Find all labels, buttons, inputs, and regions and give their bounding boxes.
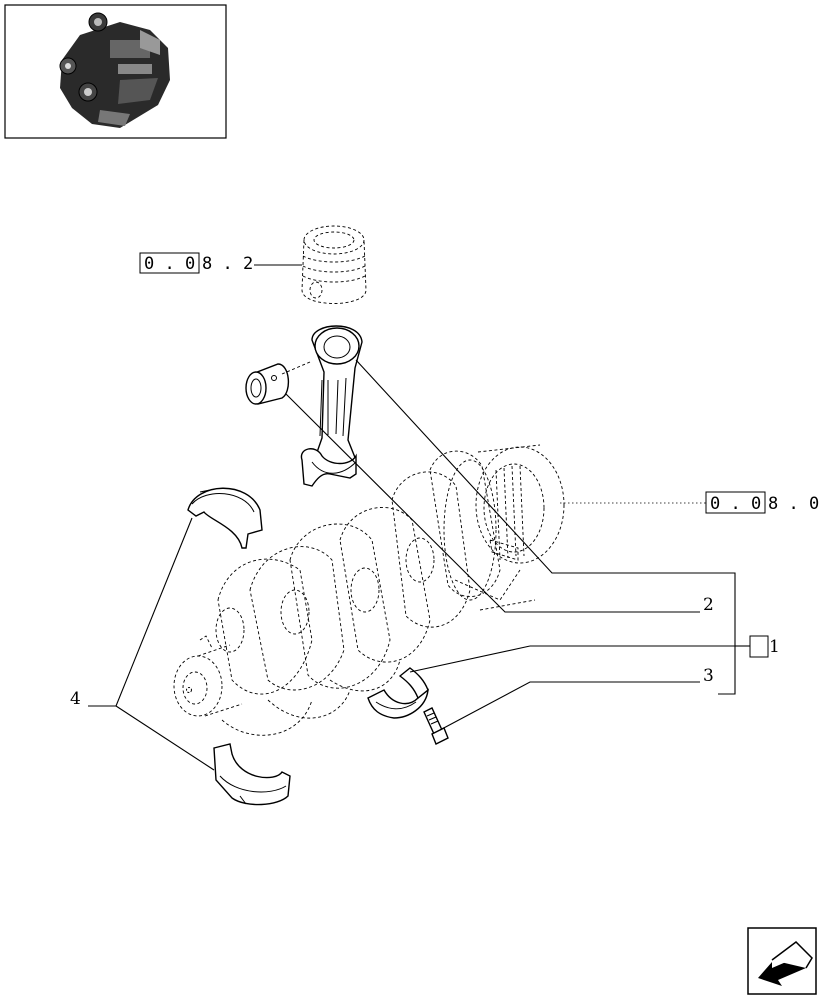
flywheel-reference[interactable]: 0 . 0 8 . 0 xyxy=(705,491,819,514)
engine-thumbnail-icon xyxy=(59,12,170,128)
piston-reference-tail: 8 . 2 xyxy=(202,254,253,274)
callout-3-label[interactable]: 3 xyxy=(703,666,714,686)
connecting-rod[interactable] xyxy=(300,325,363,487)
leader-lines xyxy=(88,264,750,771)
piston-reference[interactable]: 0 . 0 8 . 2 xyxy=(139,252,253,274)
small-end-bushing[interactable] xyxy=(245,361,311,405)
main-bearing-shell-upper[interactable] xyxy=(187,487,263,549)
callout-1-label: 1 xyxy=(769,637,780,657)
big-end-bearing[interactable] xyxy=(367,667,429,719)
piston-outline xyxy=(301,225,367,304)
callout-4-label[interactable]: 4 xyxy=(70,689,81,709)
connecting-rod-bolt[interactable] xyxy=(423,707,449,745)
crankshaft-outline xyxy=(173,444,565,736)
main-bearing-shell-lower[interactable] xyxy=(213,743,291,806)
next-page-arrow-icon[interactable] xyxy=(747,927,817,995)
piston-reference-boxed: 0 . 0 xyxy=(144,254,195,274)
flywheel-reference-tail: 8 . 0 xyxy=(768,494,819,514)
callout-2-label[interactable]: 2 xyxy=(703,595,714,615)
engine-thumbnail[interactable] xyxy=(4,4,227,139)
callout-1[interactable]: 1 xyxy=(749,635,780,658)
flywheel-reference-boxed: 0 . 0 xyxy=(710,494,761,514)
